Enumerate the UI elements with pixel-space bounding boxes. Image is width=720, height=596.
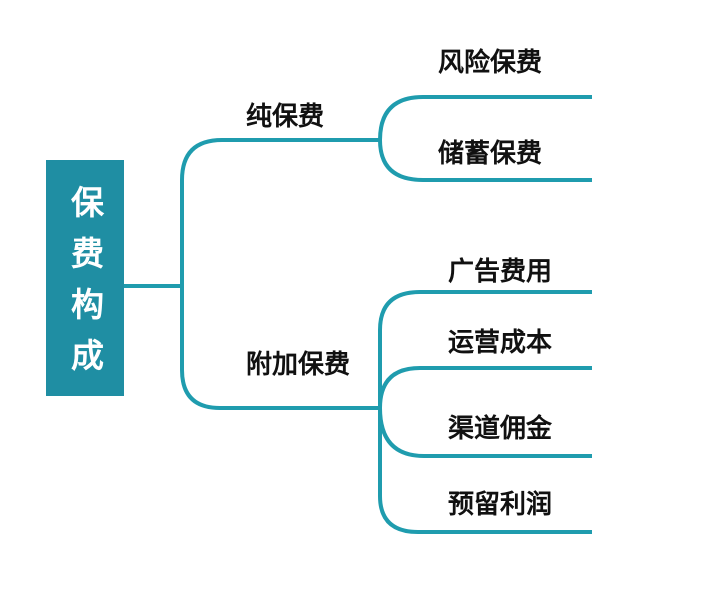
connector-branch-additional — [180, 286, 380, 410]
branch-label-additional-premium: 附加保费 — [246, 350, 351, 380]
leaf-label-risk-premium: 风险保费 — [438, 48, 543, 78]
connector-branch-pure — [180, 138, 380, 286]
leaf-label-reserved-profit: 预留利润 — [448, 490, 553, 520]
branch-label-pure-premium: 纯保费 — [246, 102, 325, 132]
connector-leaf-profit — [378, 495, 592, 534]
root-node: 保费构成 — [46, 160, 124, 396]
connector-leaf-risk — [378, 95, 592, 141]
leaf-label-operating-cost: 运营成本 — [448, 328, 553, 358]
connector-leaf-advertising — [378, 290, 592, 331]
leaf-label-advertising-cost: 广告费用 — [448, 257, 553, 287]
leaf-label-channel-commission: 渠道佣金 — [448, 414, 553, 444]
connector-leaf-savings — [378, 139, 592, 182]
connector-leaf-channel — [378, 407, 592, 458]
connector-leaf-operating — [378, 366, 592, 409]
leaf-label-savings-premium: 储蓄保费 — [438, 139, 543, 169]
root-label: 保费构成 — [65, 185, 105, 389]
